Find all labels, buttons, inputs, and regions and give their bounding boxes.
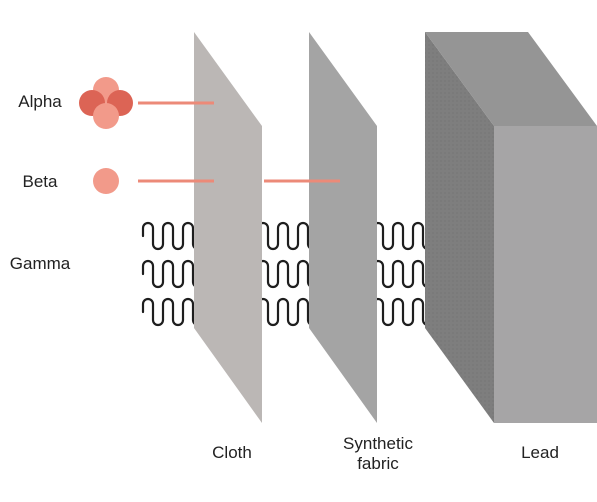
label-synthetic-line1: Synthetic bbox=[343, 434, 413, 453]
label-synthetic-line2: fabric bbox=[357, 453, 399, 473]
beta-particle-icon bbox=[93, 168, 119, 194]
synthetic-fabric-sheet bbox=[309, 32, 377, 423]
label-gamma: Gamma bbox=[9, 254, 71, 273]
lead-block bbox=[425, 32, 597, 423]
gamma-wave-icon bbox=[141, 221, 445, 327]
lead-block-front bbox=[494, 126, 597, 423]
alpha-particle-cluster-icon bbox=[79, 77, 133, 129]
label-beta: Beta bbox=[22, 172, 58, 191]
label-alpha: Alpha bbox=[18, 92, 62, 111]
alpha-particle-proton bbox=[93, 103, 119, 129]
label-cloth: Cloth bbox=[212, 443, 252, 462]
lead-block-top bbox=[425, 32, 597, 126]
label-synthetic-fabric: Synthetic fabric bbox=[318, 434, 438, 473]
label-lead: Lead bbox=[521, 443, 559, 462]
lead-block-side bbox=[425, 32, 494, 423]
cloth-sheet bbox=[194, 32, 262, 423]
